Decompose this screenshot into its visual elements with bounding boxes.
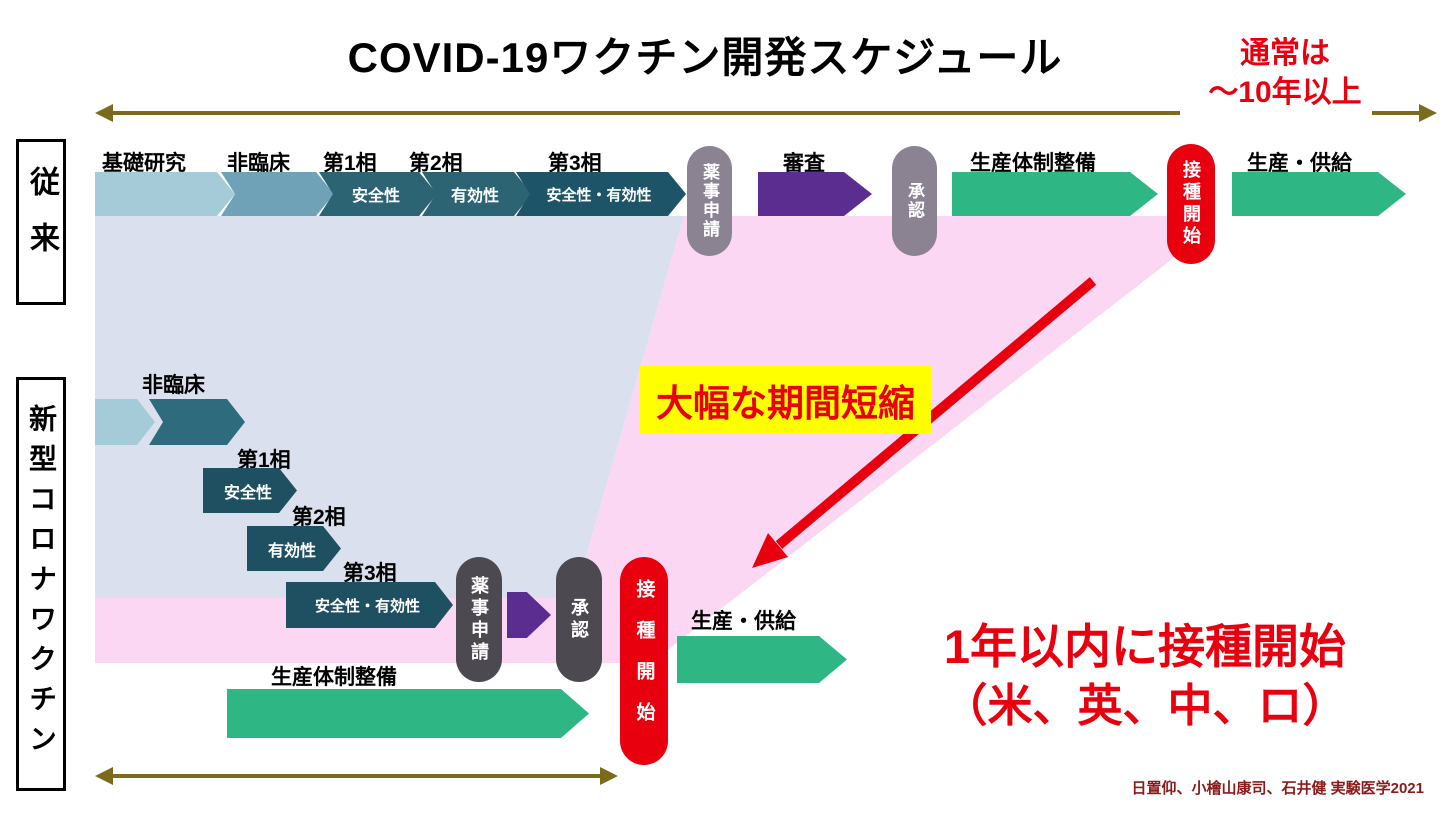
conv-arrow-basic-research [95,172,235,216]
new-start-pill: 接種開始 [620,557,668,765]
conv-application-pill: 薬事申請 [687,146,732,256]
new-arrow-phase3: 安全性・有効性 [286,582,453,628]
citation: 日置仰、小檜山康司、石井健 実験医学2021 [1131,780,1424,797]
big-message-line2: （米、英、中、ロ） [942,680,1348,732]
conv-review-label: 審査 [783,152,825,175]
conv-label-phase1: 第1相 [323,152,377,175]
new-supply-label: 生産・供給 [691,610,796,633]
new-arrow-phase3-text: 安全性・有効性 [314,597,420,615]
conv-arrow-phase3-text: 安全性・有効性 [546,186,652,204]
row-label-conventional: 従来 [16,139,66,305]
time-saved-background [95,216,1193,663]
new-arrow-phase2-text: 有効性 [267,542,316,560]
conv-approval-pill: 承認 [892,146,937,256]
new-application-pill: 薬事申請 [456,557,502,682]
new-label-phase3: 第3相 [343,562,397,585]
conv-review-arrow [758,172,872,216]
conv-arrow-preclinical [221,172,334,216]
conv-label-preclinical: 非臨床 [227,152,290,175]
conv-production-arrow [952,172,1158,216]
conv-label-basic-research: 基礎研究 [102,152,186,175]
time-reduction-arrow [752,277,1097,568]
conv-label-phase3: 第3相 [548,152,602,175]
new-production-arrow [227,689,589,738]
conv-arrow-phase1: 安全性 [319,172,437,216]
new-arrow-phase1-text: 安全性 [223,484,272,502]
conv-arrow-phase3: 安全性・有効性 [516,172,686,216]
duration-note-line1: 通常は [1240,37,1330,70]
page-title: COVID-19ワクチン開発スケジュール [347,34,1063,81]
big-message: 1年以内に接種開始 （米、英、中、ロ） [862,616,1428,736]
timeline-arrow-bottom [95,767,618,785]
new-arrow-phase2: 有効性 [247,526,341,571]
conv-arrow-phase2-text: 有効性 [450,188,499,205]
big-message-line1: 1年以内に接種開始 [943,620,1347,673]
conv-start-pill: 接種開始 [1167,144,1215,264]
duration-note-line2: ～10年以上 [1208,76,1362,109]
new-label-preclinical: 非臨床 [142,374,205,397]
new-label-phase2: 第2相 [292,506,346,529]
conv-supply-label: 生産・供給 [1247,152,1352,175]
new-approval-pill: 承認 [556,557,602,682]
timeline-arrow-top [95,104,1437,122]
time-reduction-highlight: 大幅な期間短縮 [640,366,931,434]
new-arrow-preclinical [149,399,245,445]
conv-label-phase2: 第2相 [409,152,463,175]
row-label-new-vaccine: 新型コロナワクチン [16,377,66,791]
new-arrow-phase1: 安全性 [203,468,297,513]
new-production-label: 生産体制整備 [271,666,397,689]
conv-supply-arrow [1232,172,1406,216]
conv-arrow-phase1-text: 安全性 [351,188,400,205]
duration-note: 通常は ～10年以上 [1182,34,1388,112]
new-supply-arrow [677,636,847,683]
conv-production-label: 生産体制整備 [970,152,1096,175]
new-label-phase1: 第1相 [237,449,291,472]
conv-arrow-phase2: 有効性 [422,172,532,216]
